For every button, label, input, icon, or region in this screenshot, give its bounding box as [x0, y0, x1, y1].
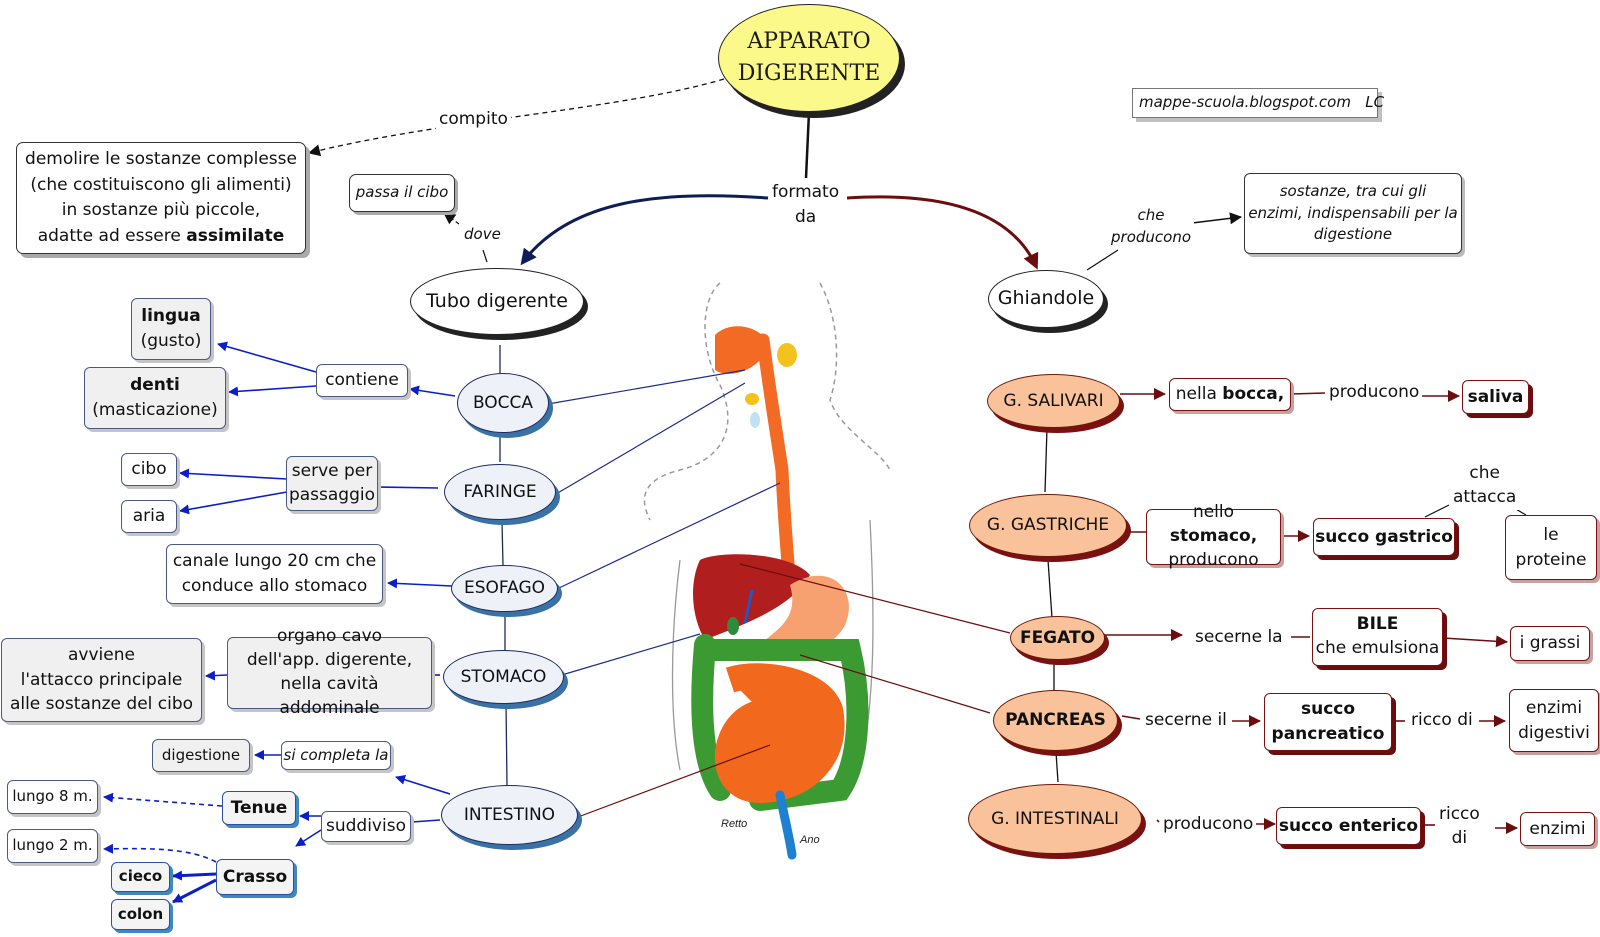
gland-salivari: G. SALIVARI — [987, 374, 1120, 428]
link-suddiviso: suddiviso — [321, 811, 411, 842]
digestione-box: digestione — [152, 739, 250, 772]
compito-line-4: adatte ad essere assimilate — [37, 225, 285, 246]
retto-label: Retto — [721, 818, 747, 830]
organ-intestino: INTESTINO — [441, 785, 578, 845]
tubo-digerente-node: Tubo digerente — [410, 268, 584, 335]
organ-pointer-lines — [547, 369, 781, 678]
compito-line-2: (che costituiscono gli alimenti) — [30, 174, 292, 195]
link-compito: compito — [436, 108, 511, 131]
cieco-box: cieco — [111, 862, 170, 892]
link-dove: dove — [461, 224, 504, 245]
ghiandole-node: Ghiandole — [988, 270, 1104, 328]
link-producono-enterico: producono — [1160, 813, 1257, 836]
lungo-2-box: lungo 2 m. — [7, 829, 98, 863]
link-si-completa-la: si completa la — [281, 741, 391, 770]
gland-pointer-lines — [577, 563, 1011, 818]
gland-intestinali: G. INTESTINALI — [968, 784, 1142, 854]
crasso-box: Crasso — [216, 859, 294, 895]
link-secerne-la: secerne la — [1192, 626, 1286, 649]
title-line-2: DIGERENTE — [737, 61, 881, 86]
organ-esofago: ESOFAGO — [451, 565, 558, 612]
nella-bocca-box: nella bocca, — [1169, 378, 1291, 411]
gland-fegato: FEGATO — [1010, 616, 1105, 660]
credit-label: mappe-scuola.blogspot.com LC — [1132, 88, 1384, 118]
organ-bocca: BOCCA — [457, 373, 549, 433]
lingua-box: lingua(gusto) — [131, 298, 211, 360]
succo-enterico-box: succo enterico — [1276, 807, 1421, 845]
passa-il-cibo-box: passa il cibo — [349, 174, 455, 212]
ano-label: Ano — [799, 834, 820, 846]
lungo-8-box: lungo 8 m. — [7, 780, 98, 814]
colon-box: colon — [111, 899, 170, 930]
compito-box: demolire le sostanze complesse (che cost… — [16, 142, 306, 254]
nello-stomaco-box: nello stomaco, producono — [1146, 502, 1281, 570]
link-ricco-di: ricco di — [1408, 709, 1476, 732]
organ-stomaco: STOMACO — [443, 650, 564, 704]
sostanze-box: sostanze, tra cui gli enzimi, indispensa… — [1244, 173, 1462, 254]
organ-faringe: FARINGE — [444, 464, 556, 520]
compito-line-3: in sostanze più piccole, — [61, 200, 261, 220]
succo-gastrico-box: succo gastrico — [1313, 518, 1455, 556]
link-contiene: contiene — [316, 364, 408, 397]
compito-line-1: demolire le sostanze complesse — [25, 149, 297, 169]
digestive-system-illustration — [643, 282, 891, 860]
gland-pancreas: PANCREAS — [993, 690, 1118, 751]
link-producono-saliva: producono — [1326, 381, 1423, 404]
title-line-1: APPARATO — [747, 29, 871, 55]
enzimi-box: enzimi — [1520, 812, 1595, 846]
saliva-box: saliva — [1462, 380, 1529, 414]
cibo-box: cibo — [121, 453, 177, 486]
grassi-box: i grassi — [1510, 626, 1590, 661]
denti-box: denti(masticazione) — [84, 367, 226, 429]
tenue-box: Tenue — [222, 791, 296, 825]
link-secerne-il: secerne il — [1142, 709, 1230, 732]
title-oval: APPARATO DIGERENTE — [718, 4, 900, 112]
aria-box: aria — [121, 500, 177, 533]
gland-gastriche: G. GASTRICHE — [969, 494, 1127, 557]
